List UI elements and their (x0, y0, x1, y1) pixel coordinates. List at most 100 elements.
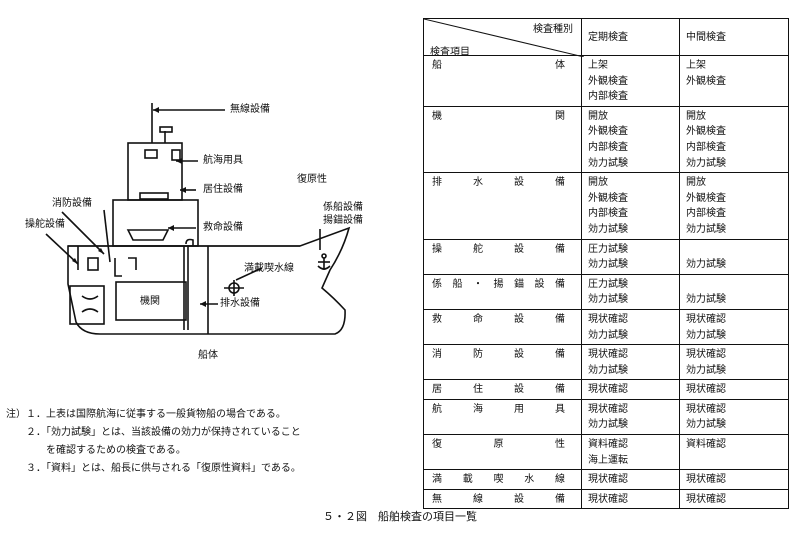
intermediate-line: 現状確認 (686, 493, 726, 505)
periodic-line: 外観検査 (588, 126, 628, 138)
inspection-table: 検査種別 検査項目 定期検査 中間検査 船 体上架外観検査内部検査上架外観検査機… (423, 18, 789, 510)
row-item: 航海用具 (423, 398, 582, 436)
note-line: 注）１．上表は国際航海に従事する一般貨物船の場合である。 (6, 409, 286, 420)
periodic-line: 内部検査 (588, 91, 628, 103)
intermediate-line (686, 242, 784, 258)
intermediate-line: 効力試験 (686, 223, 726, 235)
intermediate-line: 現状確認 (686, 403, 726, 415)
header-intermediate: 中間検査 (679, 18, 789, 56)
periodic-line: 効力試験 (588, 419, 628, 431)
row-intermediate: 現状確認 (679, 469, 789, 490)
table-row: 消防設備現状確認効力試験現状確認効力試験 (423, 344, 789, 381)
row-item: 居住設備 (423, 379, 582, 400)
table-row: 無線設備現状確認現状確認 (423, 488, 789, 510)
header-diagonal-cell: 検査種別 検査項目 (423, 18, 584, 58)
notes: 注）１．上表は国際航海に従事する一般貨物船の場合である。 ２．「効力試験」とは、… (6, 406, 301, 478)
row-item: 救命設備 (423, 308, 582, 346)
periodic-line: 上架 (588, 60, 608, 71)
label-accommodation: 居住設備 (203, 184, 243, 195)
row-periodic: 現状確認 (581, 469, 680, 490)
label-drain: 排水設備 (220, 298, 260, 309)
periodic-line: 効力試験 (588, 364, 628, 376)
engine-room (115, 281, 187, 321)
table-row: 係船・揚錨設備圧力試験効力試験 効力試験 (423, 273, 789, 310)
intermediate-line: 開放 (686, 110, 706, 122)
table-row: 船 体上架外観検査内部検査上架外観検査 (423, 55, 789, 107)
intermediate-line: 効力試験 (686, 329, 726, 341)
periodic-line: 現状確認 (588, 349, 628, 361)
table-row: 航海用具現状確認効力試験現状確認効力試験 (423, 398, 789, 436)
row-intermediate: 現状確認 (679, 379, 789, 400)
table-row: 救命設備現状確認効力試験現状確認効力試験 (423, 308, 789, 346)
periodic-line: 現状確認 (588, 403, 628, 415)
periodic-line: 海上運転 (588, 454, 628, 466)
periodic-line: 現状確認 (588, 313, 628, 325)
row-periodic: 圧力試験効力試験 (581, 238, 680, 275)
intermediate-line: 効力試験 (686, 157, 726, 169)
periodic-line: 圧力試験 (588, 243, 628, 255)
row-intermediate: 開放外観検査内部検査効力試験 (679, 172, 789, 240)
periodic-line: 圧力試験 (588, 278, 628, 290)
intermediate-line: 外観検査 (686, 192, 726, 204)
periodic-line: 効力試験 (588, 329, 628, 341)
label-steering: 操舵設備 (25, 219, 65, 230)
intermediate-line: 現状確認 (686, 349, 726, 361)
intermediate-line (686, 277, 784, 293)
row-periodic: 現状確認 (581, 379, 680, 400)
row-item: 排水設備 (423, 172, 582, 240)
row-periodic: 現状確認効力試験 (581, 344, 680, 381)
row-intermediate: 現状確認効力試験 (679, 398, 789, 436)
hull-outline (67, 226, 351, 335)
periodic-line: 効力試験 (588, 294, 628, 306)
row-intermediate: 効力試験 (679, 238, 789, 275)
figure-caption: ５・２図 船舶検査の項目一覧 (323, 510, 477, 523)
row-periodic: 圧力試験効力試験 (581, 273, 680, 310)
header-periodic: 定期検査 (581, 18, 680, 56)
intermediate-line: 開放 (686, 177, 706, 189)
intermediate-line: 上架 (686, 60, 706, 71)
bridge-house (127, 142, 183, 201)
periodic-line: 外観検査 (588, 192, 628, 204)
row-item: 機 関 (423, 105, 582, 174)
periodic-line: 効力試験 (588, 223, 628, 235)
periodic-line: 開放 (588, 177, 608, 189)
note-line: ３．「資料」とは、船長に供与される「復原性資料」である。 (6, 463, 301, 474)
row-item: 無線設備 (423, 488, 582, 510)
row-periodic: 開放外観検査内部検査効力試験 (581, 172, 680, 240)
row-periodic: 資料確認海上運転 (581, 434, 680, 471)
row-periodic: 開放外観検査内部検査効力試験 (581, 105, 680, 174)
intermediate-line: 効力試験 (686, 364, 726, 376)
row-item: 満載喫水線 (423, 469, 582, 490)
label-mooring2: 揚錨設備 (323, 215, 363, 226)
row-item: 船 体 (423, 55, 582, 107)
intermediate-line: 現状確認 (686, 313, 726, 325)
note-line: を確認するための検査である。 (6, 445, 186, 456)
periodic-line: 効力試験 (588, 259, 628, 271)
row-periodic: 上架外観検査内部検査 (581, 55, 680, 107)
header-diagonal-line (424, 19, 584, 57)
intermediate-line: 内部検査 (686, 141, 726, 153)
table-row: 排水設備開放外観検査内部検査効力試験開放外観検査内部検査効力試験 (423, 172, 789, 240)
intermediate-line: 外観検査 (686, 126, 726, 138)
intermediate-line: 外観検査 (686, 75, 726, 87)
periodic-line: 現状確認 (588, 474, 628, 486)
table-header-row: 検査種別 検査項目 定期検査 中間検査 (423, 18, 789, 58)
row-item: 係船・揚錨設備 (423, 273, 582, 310)
label-nav: 航海用具 (203, 155, 243, 166)
intermediate-line: 効力試験 (686, 294, 726, 306)
row-periodic: 現状確認効力試験 (581, 308, 680, 346)
row-intermediate: 開放外観検査内部検査効力試験 (679, 105, 789, 174)
row-item: 消防設備 (423, 344, 582, 381)
note-line: ２．「効力試験」とは、当該設備の効力が保持されていること (6, 427, 301, 438)
intermediate-line: 効力試験 (686, 259, 726, 271)
row-intermediate: 資料確認 (679, 434, 789, 471)
periodic-line: 資料確認 (588, 439, 628, 451)
table-body: 船 体上架外観検査内部検査上架外観検査機 関開放外観検査内部検査効力試験開放外観… (423, 55, 789, 510)
label-lifesaving: 救命設備 (203, 222, 243, 233)
label-hull: 船体 (198, 350, 218, 361)
intermediate-line: 現状確認 (686, 474, 726, 486)
intermediate-line: 効力試験 (686, 419, 726, 431)
label-mooring1: 係船設備 (323, 202, 363, 213)
row-item: 復原性 (423, 434, 582, 471)
table-row: 居住設備現状確認現状確認 (423, 379, 789, 400)
